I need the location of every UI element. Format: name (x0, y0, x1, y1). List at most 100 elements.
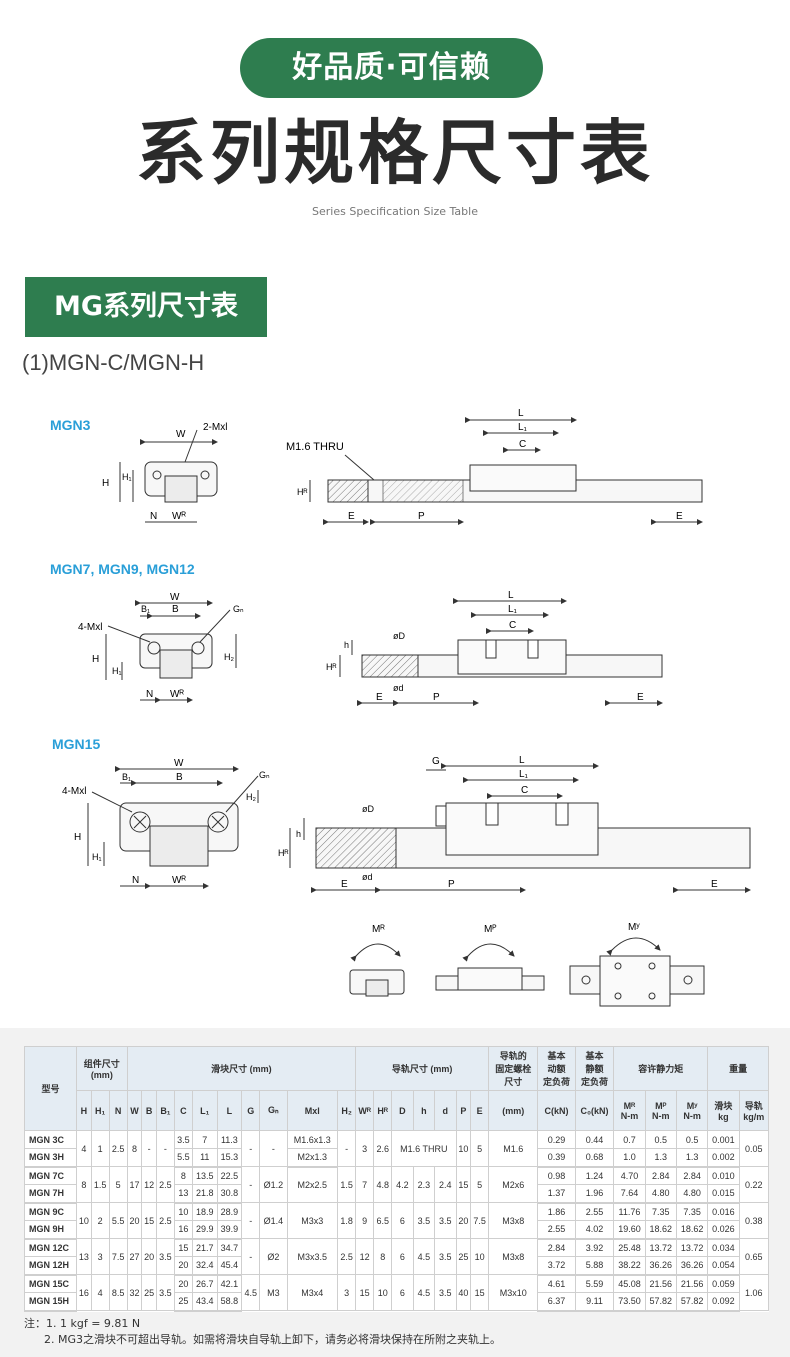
table-cell: 1.37 (537, 1184, 576, 1204)
table-cell: 20 (141, 1238, 157, 1275)
table-cell: 21.7 (191, 1238, 218, 1257)
moment-my-label: Mʸ (628, 922, 640, 933)
table-cell: 7.5 (470, 1202, 490, 1239)
table-cell: 4 (76, 1130, 92, 1167)
th-sub: C₀(kN) (574, 1090, 615, 1131)
mgn3-dim-e2: E (676, 511, 683, 522)
table-cell: 0.092 (707, 1292, 740, 1312)
table-cell: M2x1.3 (286, 1148, 339, 1168)
table-cell: 0.68 (574, 1148, 615, 1168)
th-bolt: 导轨的 固定螺栓 尺寸 (488, 1046, 539, 1091)
mgn3-side-view (309, 417, 703, 525)
table-cell: M3x3 (286, 1202, 339, 1239)
table-cell: 8 (373, 1238, 393, 1275)
th-sub: G (241, 1090, 261, 1131)
mgn7-dim-p: P (433, 692, 440, 703)
table-cell: 18.9 (191, 1202, 218, 1221)
mgn7-dim-wr: Wᴿ (170, 689, 184, 700)
table-cell: 0.010 (707, 1166, 740, 1185)
cell-model: MGN 3C (24, 1130, 77, 1149)
table-cell: M3x8 (488, 1202, 539, 1239)
mgn3-dim-hr: Hᴿ (297, 487, 308, 497)
spec-table: 型号 组件尺寸 (mm) 滑块尺寸 (mm) 导轨尺寸 (mm) 导轨的 固定螺… (24, 1046, 770, 1312)
mgn3-dim-n: N (150, 511, 157, 522)
th-sub: N (108, 1090, 128, 1131)
table-cell: - (241, 1202, 261, 1239)
table-cell: 1 (90, 1130, 110, 1167)
th-sub: Wᴿ (355, 1090, 375, 1131)
cell-model: MGN 15H (24, 1292, 77, 1312)
table-cell: 15 (141, 1202, 157, 1239)
table-cell: 3 (337, 1274, 357, 1311)
mgn7-dim-b1: B₁ (141, 604, 150, 614)
mgn3-dim-wr: Wᴿ (172, 511, 186, 522)
th-sub: H₂ (337, 1090, 357, 1131)
table-cell: 10 (373, 1274, 393, 1311)
table-cell: 40 (455, 1274, 472, 1311)
table-cell: 18.62 (675, 1220, 709, 1240)
table-cell: 34.7 (216, 1238, 243, 1257)
table-cell: 0.016 (707, 1202, 740, 1221)
mgn3-dim-h1: H₁ (122, 472, 132, 482)
table-cell: 20 (173, 1256, 193, 1276)
table-cell: 25.48 (613, 1238, 646, 1257)
th-moment: 容许静力矩 (613, 1046, 709, 1091)
table-cell: 15 (355, 1274, 375, 1311)
table-cell: 6 (391, 1274, 414, 1311)
mgn15-dim-d2: ød (362, 872, 373, 882)
th-model: 型号 (24, 1046, 77, 1131)
table-cell: 1.5 (337, 1166, 357, 1203)
th-sub: 导轨 kg/m (738, 1090, 770, 1131)
table-cell: 0.026 (707, 1220, 740, 1240)
cell-model: MGN 7H (24, 1184, 77, 1204)
th-sub: Mᴿ N-m (613, 1090, 646, 1131)
moment-mr-label: Mᴿ (372, 924, 385, 935)
mgn3-dim-p: P (418, 511, 425, 522)
mgn7-dim-l: L (508, 590, 514, 601)
table-cell: 16 (76, 1274, 92, 1311)
th-sub: Mᴾ N-m (644, 1090, 677, 1131)
mgn3-dim-l1: L₁ (518, 422, 528, 433)
table-cell: 0.054 (707, 1256, 740, 1276)
mgn15-dim-h: H (74, 832, 81, 843)
table-cell: 1.3 (675, 1148, 709, 1168)
table-cell: 6 (391, 1238, 414, 1275)
table-cell: 3.5 (434, 1238, 457, 1275)
cell-model: MGN 7C (24, 1166, 77, 1185)
table-cell: 16 (173, 1220, 193, 1240)
table-cell: 6.37 (537, 1292, 576, 1312)
th-sub: C(kN) (537, 1090, 576, 1131)
spec-table-area: 型号 组件尺寸 (mm) 滑块尺寸 (mm) 导轨尺寸 (mm) 导轨的 固定螺… (0, 1028, 790, 1357)
table-cell: 10 (173, 1202, 193, 1221)
table-cell: 13.72 (644, 1238, 677, 1257)
table-cell: 25 (455, 1238, 472, 1275)
page-subtitle: Series Specification Size Table (312, 205, 478, 218)
table-cell: 1.96 (574, 1184, 615, 1204)
table-cell: 45.08 (613, 1274, 646, 1293)
table-cell: 8 (76, 1166, 92, 1203)
table-cell: Ø1.2 (259, 1166, 288, 1203)
table-cell: 5 (108, 1166, 128, 1203)
th-sub: B (141, 1090, 157, 1131)
cell-model: MGN 9H (24, 1220, 77, 1240)
table-cell: - (337, 1130, 357, 1167)
mgn15-dim-c: C (521, 785, 528, 796)
th-sub: P (455, 1090, 472, 1131)
mgn7-dim-gn: Gₙ (233, 604, 244, 614)
table-cell: M2x2.5 (286, 1166, 339, 1203)
table-cell: 0.034 (707, 1238, 740, 1257)
th-sub: h (412, 1090, 436, 1131)
table-cell: 57.82 (675, 1292, 709, 1312)
table-cell: M2x6 (488, 1166, 539, 1203)
table-cell: - (259, 1130, 288, 1167)
table-cell: M1.6 (488, 1130, 539, 1167)
table-cell: 7.35 (675, 1202, 709, 1221)
th-sub: 滑块 kg (707, 1090, 740, 1131)
table-cell: 4.5 (412, 1274, 436, 1311)
table-cell: 42.1 (216, 1274, 243, 1293)
section-subtitle: (1)MGN-C/MGN-H (22, 350, 205, 375)
mgn15-side-view (289, 763, 751, 893)
th-sub: W (126, 1090, 143, 1131)
